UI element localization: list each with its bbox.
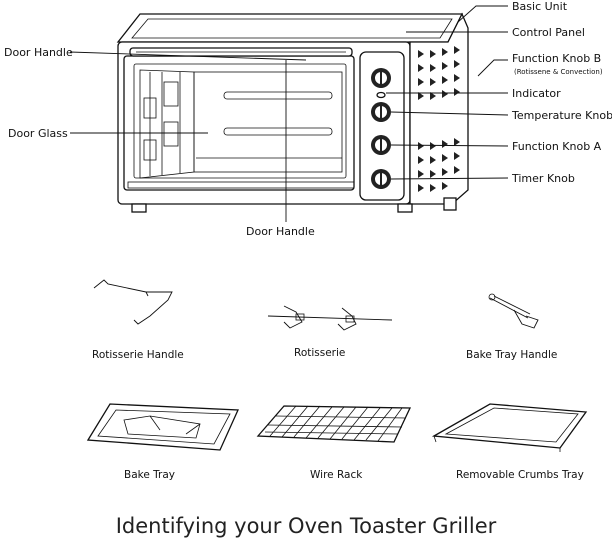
function-knob-b-icon: [371, 68, 391, 88]
label-function-knob-a: Function Knob A: [512, 140, 602, 153]
crumbs-tray-icon: [431, 403, 588, 452]
label-function-knob-b-note: (Rotissene & Convection): [514, 68, 603, 76]
callout-leaders: [69, 5, 509, 222]
label-control-panel: Control Panel: [512, 26, 585, 39]
caption-rotisserie-handle: Rotisserie Handle: [92, 349, 184, 361]
bake-tray-handle-icon: [488, 293, 539, 329]
caption-bake-tray-handle: Bake Tray Handle: [466, 349, 557, 361]
rotisserie-handle-icon: [93, 279, 173, 325]
caption-rotisserie: Rotisserie: [294, 347, 345, 359]
page-title: Identifying your Oven Toaster Griller: [116, 514, 497, 538]
label-temperature-knob: Temperature Knob: [511, 109, 612, 122]
rotisserie-spit-icon: [267, 305, 393, 331]
indicator-light-icon: [376, 91, 386, 99]
label-door-handle-bottom: Door Handle: [246, 225, 315, 238]
oven-illustration: [116, 12, 469, 213]
label-timer-knob: Timer Knob: [511, 172, 575, 185]
label-indicator: Indicator: [512, 87, 561, 100]
wire-rack-icon: [256, 405, 412, 443]
caption-wire-rack: Wire Rack: [310, 469, 363, 481]
side-vents: [418, 46, 460, 192]
function-knob-a-icon: [371, 135, 391, 155]
caption-bake-tray: Bake Tray: [124, 469, 175, 481]
caption-removable-crumbs-tray: Removable Crumbs Tray: [456, 469, 584, 481]
label-door-handle-left: Door Handle: [4, 46, 73, 59]
label-basic-unit: Basic Unit: [512, 0, 568, 13]
timer-knob-icon: [371, 169, 391, 189]
bake-tray-icon: [86, 403, 239, 451]
label-function-knob-b: Function Knob B: [512, 52, 601, 65]
temperature-knob-icon: [371, 102, 391, 122]
label-door-glass: Door Glass: [8, 127, 68, 140]
